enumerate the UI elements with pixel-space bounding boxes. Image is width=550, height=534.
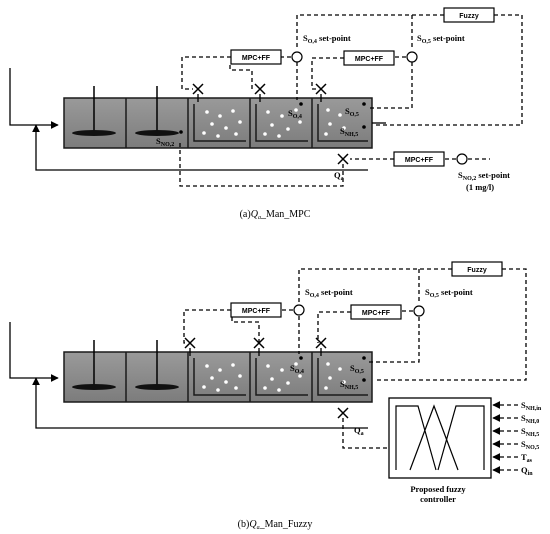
so5-setpoint-label: SO,5 set-point	[417, 33, 465, 45]
valve-icon	[184, 337, 196, 349]
sno2-sensor-label: SNO,2	[156, 136, 174, 148]
tank-body-a	[63, 97, 373, 149]
membership-function-icon	[437, 405, 485, 471]
valve-icon	[254, 83, 266, 95]
control-signal-lines-a	[179, 14, 523, 187]
aeration-bubbles	[202, 363, 242, 392]
membership-function-icon	[409, 404, 459, 471]
valve-icon	[337, 407, 349, 419]
summing-junction	[406, 51, 418, 63]
mpc-ff-label: MPC+FF	[405, 157, 434, 164]
influent-arrow-a	[9, 68, 59, 129]
valve-icon	[337, 153, 349, 165]
so4-sensor-label: SO,4	[290, 363, 304, 375]
controller-title-line1: Proposed fuzzy	[410, 484, 466, 494]
mpc-ff-label: MPC+FF	[355, 56, 384, 63]
aeration-bubbles	[263, 108, 302, 138]
sno2-setpoint-value: (1 mg/l)	[466, 182, 494, 192]
mixer-icon	[72, 340, 116, 390]
so5-setpoint-label: SO,5 set-point	[425, 287, 473, 299]
so5-sensor-label: SO,5	[350, 363, 364, 375]
internal-recycle-b	[32, 377, 368, 429]
qa-label: Qa	[334, 170, 344, 182]
qa-label: Qa	[354, 425, 364, 437]
so4-sensor-label: SO,4	[288, 108, 302, 120]
summing-junction	[413, 305, 425, 317]
valve-icon	[315, 337, 327, 349]
so4-setpoint-label: SO,4 set-point	[303, 33, 351, 45]
so5-sensor-label: SO,5	[345, 106, 359, 118]
control-signal-lines-b	[183, 268, 527, 449]
fuzzy-controller-box	[388, 397, 492, 479]
membership-function-icon	[395, 405, 437, 471]
input-label: Tas	[521, 452, 533, 464]
summing-junction	[456, 153, 468, 165]
mixer-icon	[72, 86, 116, 136]
summing-junction	[293, 304, 305, 316]
tank-body-b	[63, 351, 373, 403]
aeration-bubbles	[324, 362, 346, 390]
mixer-icon	[135, 86, 179, 136]
sensor-dot	[362, 125, 366, 129]
sensor-dot	[362, 378, 366, 382]
aeration-bubbles	[324, 108, 346, 136]
fuzzy-label: Fuzzy	[467, 267, 487, 274]
diagram-b: MPC+FF MPC+FF Fuzzy SO,4 set-point SO,5 …	[9, 261, 542, 531]
input-label: SNH,in	[521, 400, 542, 412]
sensor-dot	[362, 356, 366, 360]
controller-title-line2: controller	[420, 494, 456, 504]
input-label: SNO,5	[521, 439, 539, 451]
caption-b: (b)Qa_Man_Fuzzy	[238, 519, 313, 531]
mpc-ff-label: MPC+FF	[242, 55, 271, 62]
valve-icon	[315, 83, 327, 95]
sno2-setpoint-label: SNO,2 set-point	[458, 170, 510, 182]
influent-arrow-b	[9, 322, 59, 382]
input-label: SNH,5	[521, 426, 539, 438]
sensor-dot	[362, 102, 366, 106]
controller-inputs: SNH,in SNH,0 SNH,5 SNO,5 Tas Qin	[492, 400, 542, 477]
summing-junction	[291, 51, 303, 63]
internal-recycle-a	[32, 124, 368, 171]
caption-a: (a)Qa_Man_MPC	[240, 209, 311, 221]
aeration-bubbles	[202, 109, 242, 138]
so4-setpoint-label: SO,4 set-point	[305, 287, 353, 299]
snh5-sensor-label: SNH,5	[340, 379, 358, 391]
input-label: Qin	[521, 465, 533, 477]
mpc-ff-label: MPC+FF	[362, 310, 391, 317]
fuzzy-label: Fuzzy	[459, 13, 479, 20]
fuzzy-controller: Proposed fuzzy controller	[388, 397, 492, 504]
sensor-dot	[179, 130, 183, 134]
snh5-sensor-label: SNH,5	[340, 126, 358, 138]
mpc-ff-label: MPC+FF	[242, 308, 271, 315]
valve-icon	[192, 83, 204, 95]
diagram-a: MPC+FF MPC+FF MPC+FF Fuzzy	[9, 7, 523, 221]
input-label: SNH,0	[521, 413, 539, 425]
sensor-dot	[299, 102, 303, 106]
reactor-tanks-b	[63, 340, 373, 403]
reactor-tanks-a	[63, 86, 373, 149]
aeration-bubbles	[263, 362, 302, 392]
sensor-dot	[299, 356, 303, 360]
mixer-icon	[135, 340, 179, 390]
